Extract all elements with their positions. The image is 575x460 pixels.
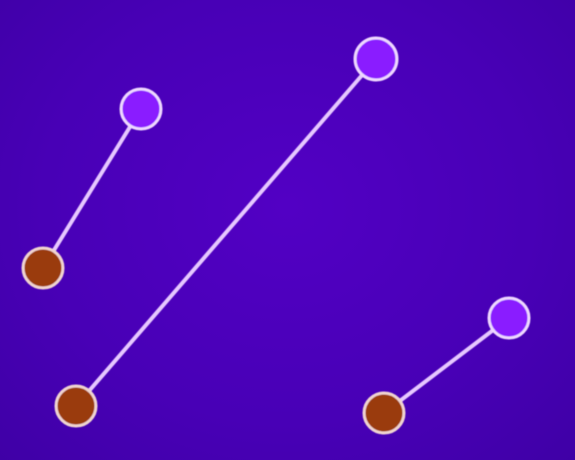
top-node-left: [119, 87, 163, 131]
bottom-node-right: [362, 391, 406, 435]
connector-line-right: [382, 316, 511, 415]
bottom-node-center: [54, 384, 98, 428]
connector-line-left: [41, 107, 143, 270]
bottom-node-left: [21, 246, 65, 290]
top-node-center: [353, 36, 399, 82]
top-node-right: [487, 296, 531, 340]
connection-left: [21, 87, 163, 290]
connection-right: [362, 296, 531, 435]
connector-line-center: [74, 57, 378, 408]
connection-center: [54, 36, 399, 428]
